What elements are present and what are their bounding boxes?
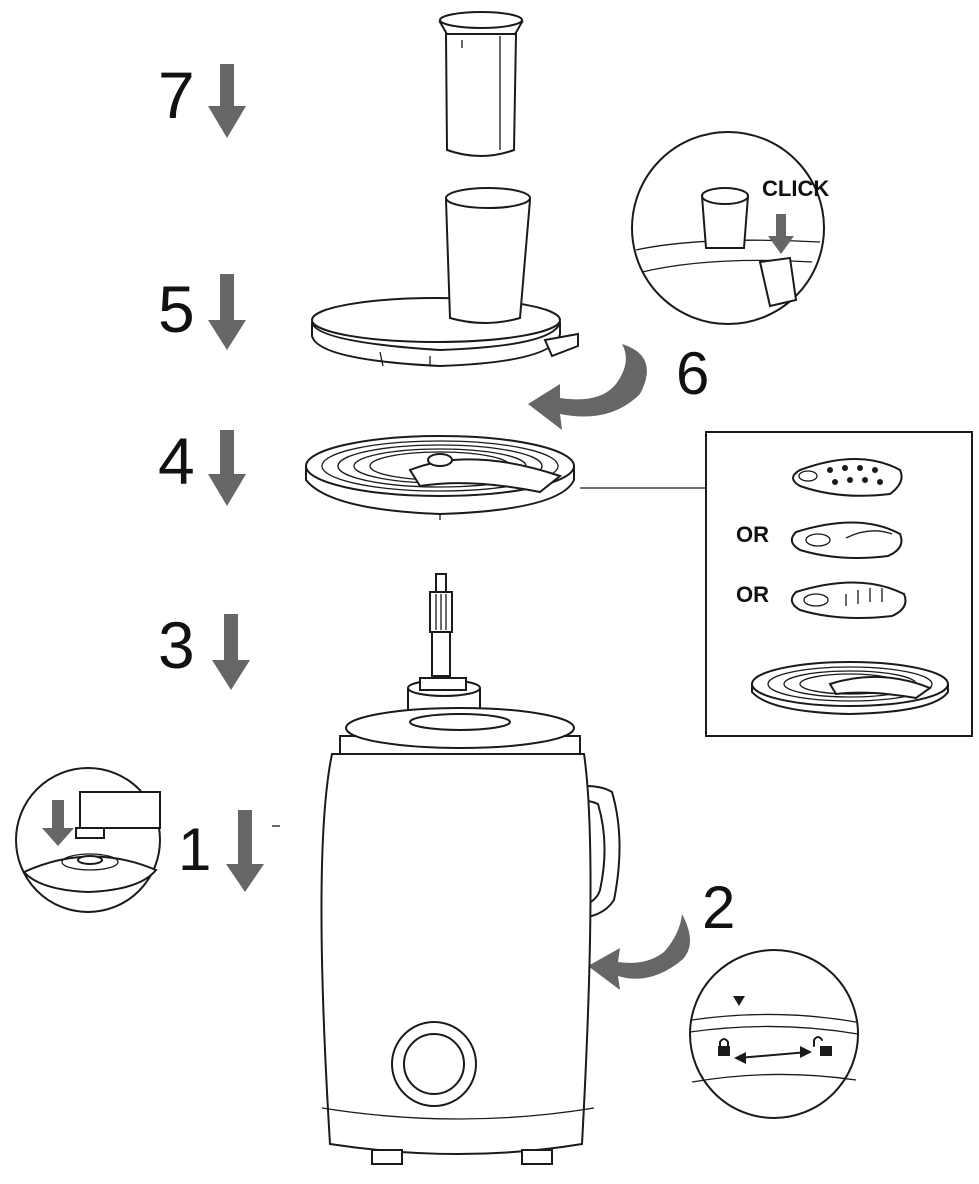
step-5: 5 (158, 187, 579, 368)
step-4: 4 (158, 424, 706, 520)
unlock-icon (813, 1036, 832, 1056)
down-arrow-icon (208, 274, 246, 350)
base-detail (15, 767, 161, 913)
step-2-number: 2 (702, 874, 735, 941)
slicer-blade (790, 521, 903, 559)
food-pusher (438, 11, 524, 157)
step-1-number: 1 (178, 816, 211, 883)
step-6: 6 (528, 340, 709, 430)
drive-shaft (407, 573, 481, 718)
julienne-blade (790, 581, 907, 619)
down-arrow-icon (42, 800, 74, 846)
step-3: 3 (158, 573, 481, 718)
down-arrow-icon (212, 614, 250, 690)
step-5-number: 5 (158, 272, 195, 346)
step-7-number: 7 (158, 58, 195, 132)
click-detail: CLICK (631, 131, 829, 325)
step-6-number: 6 (676, 340, 709, 407)
step-1: 1 (178, 810, 280, 892)
or-label-2: OR (736, 582, 769, 607)
step-7: 7 (158, 11, 524, 157)
indicator-triangle-icon (733, 996, 745, 1006)
lock-icon (718, 1038, 730, 1056)
motor-base (320, 707, 595, 1165)
or-label-1: OR (736, 522, 769, 547)
down-arrow-icon (208, 430, 246, 506)
step-3-number: 3 (158, 608, 195, 682)
disc-thumbnail (751, 661, 949, 716)
down-arrow-icon (208, 64, 246, 138)
double-arrow-icon (734, 1046, 812, 1064)
down-arrow-icon (226, 810, 264, 892)
lock-detail (689, 949, 859, 1119)
rotate-arrow-icon (528, 344, 647, 430)
down-arrow-icon (768, 214, 794, 254)
rotate-arrow-icon (588, 914, 690, 990)
step-2: 2 (588, 874, 735, 990)
grater-blade (792, 458, 903, 497)
lid (311, 187, 579, 368)
step-4-number: 4 (158, 424, 195, 498)
click-label: CLICK (762, 176, 829, 201)
blade-options-panel: OR OR (705, 431, 973, 737)
slicing-disc (305, 435, 575, 520)
